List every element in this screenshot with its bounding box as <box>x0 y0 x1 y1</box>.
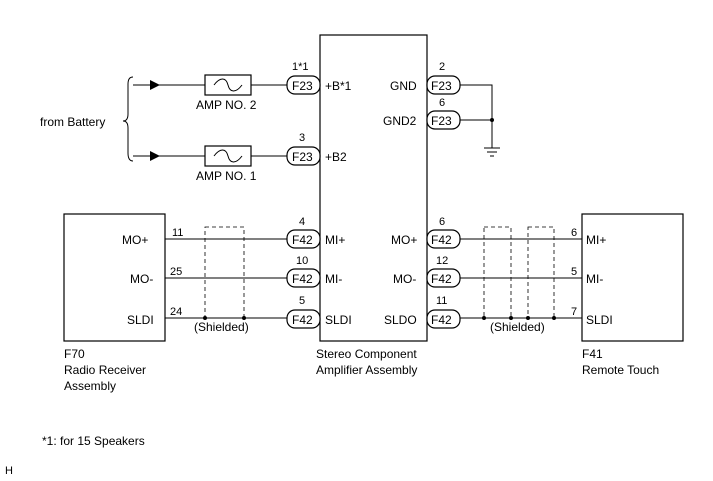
remote-code: F41 <box>582 347 603 361</box>
svg-text:F42: F42 <box>431 233 452 247</box>
battery-brace <box>122 76 134 162</box>
svg-text:GND: GND <box>390 79 417 93</box>
fuse-icon <box>213 78 243 92</box>
shield-left-label: (Shielded) <box>194 320 249 334</box>
svg-text:F23: F23 <box>431 114 452 128</box>
junction-dot <box>509 316 513 320</box>
fuse-icon <box>213 149 243 163</box>
amp-left-pin-1: 1*1 F23 +B*1 <box>286 61 352 95</box>
svg-text:6: 6 <box>439 97 445 109</box>
amp-right-pin-5: 11 F42 SLDO <box>384 295 461 329</box>
ground-wire <box>460 84 493 148</box>
amp-right-pin-1: 2 F23 GND <box>390 61 461 95</box>
fuse-amp-no1-label: AMP NO. 1 <box>196 169 257 183</box>
svg-text:F42: F42 <box>292 313 313 327</box>
svg-text:3: 3 <box>299 132 305 144</box>
svg-text:F42: F42 <box>431 272 452 286</box>
svg-text:GND2: GND2 <box>383 114 417 128</box>
from-battery-label: from Battery <box>40 115 105 129</box>
remote-pin-number-1: 6 <box>571 227 577 239</box>
junction-dot <box>242 316 246 320</box>
junction-dot <box>526 316 530 320</box>
junction-dot <box>482 316 486 320</box>
svg-text:10: 10 <box>296 255 308 267</box>
remote-name-line1: Remote Touch <box>582 363 659 377</box>
svg-text:MI-: MI- <box>325 272 342 286</box>
radio-pin-label-2: MO- <box>130 272 153 286</box>
svg-text:12: 12 <box>436 255 448 267</box>
svg-text:F42: F42 <box>431 313 452 327</box>
corner-mark: H <box>5 465 13 477</box>
radio-name-line2: Assembly <box>64 379 116 393</box>
radio-receiver-box <box>63 213 166 342</box>
remote-pin-label-1: MI+ <box>586 233 606 247</box>
fuse-amp-no2-label: AMP NO. 2 <box>196 98 257 112</box>
arrow-icon <box>150 151 160 161</box>
svg-text:F23: F23 <box>292 150 313 164</box>
svg-text:SLDI: SLDI <box>325 313 352 327</box>
svg-text:SLDO: SLDO <box>384 313 417 327</box>
svg-text:F23: F23 <box>292 79 313 93</box>
amp-left-pin-4: 10 F42 MI- <box>286 255 342 288</box>
junction-dot <box>552 316 556 320</box>
shield-right-label: (Shielded) <box>490 320 545 334</box>
shield-right-b <box>527 226 555 319</box>
svg-text:5: 5 <box>299 295 305 307</box>
amp-right-pin-2: 6 F23 GND2 <box>383 97 461 130</box>
radio-code: F70 <box>64 347 85 361</box>
radio-pin-number-3: 24 <box>170 306 182 318</box>
remote-pin-number-2: 5 <box>571 266 577 278</box>
radio-name-line1: Radio Receiver <box>64 363 146 377</box>
radio-pin-label-3: SLDI <box>127 313 154 327</box>
arrow-icon <box>150 80 160 90</box>
amp-left-pin-3: 4 F42 MI+ <box>286 216 345 249</box>
radio-pin-number-1: 11 <box>172 227 183 239</box>
amplifier-name-line1: Stereo Component <box>316 347 417 361</box>
remote-pin-label-2: MI- <box>586 272 603 286</box>
radio-pin-label-1: MO+ <box>122 233 148 247</box>
svg-text:F42: F42 <box>292 272 313 286</box>
svg-text:4: 4 <box>299 216 305 228</box>
svg-text:+B*1: +B*1 <box>325 79 352 93</box>
svg-text:+B2: +B2 <box>325 150 347 164</box>
svg-text:11: 11 <box>436 295 447 307</box>
ground-icon <box>484 147 500 157</box>
amplifier-box <box>319 34 428 342</box>
shield-left <box>204 226 245 319</box>
amplifier-name-line2: Amplifier Assembly <box>316 363 417 377</box>
amp-left-pin-2: 3 F23 +B2 <box>286 132 347 166</box>
remote-touch-box <box>581 213 684 342</box>
svg-text:2: 2 <box>439 61 445 73</box>
junction-dot <box>203 316 207 320</box>
amp-right-pin-4: 12 F42 MO- <box>393 255 461 288</box>
remote-pin-label-3: SLDI <box>586 313 613 327</box>
footnote: *1: for 15 Speakers <box>42 434 145 448</box>
remote-pin-number-3: 7 <box>571 306 577 318</box>
svg-text:F23: F23 <box>431 79 452 93</box>
svg-text:6: 6 <box>439 216 445 228</box>
amp-left-pin-5: 5 F42 SLDI <box>286 295 352 329</box>
svg-text:MO+: MO+ <box>391 233 417 247</box>
shield-right-a <box>483 226 512 319</box>
svg-text:MI+: MI+ <box>325 233 345 247</box>
junction-dot <box>490 118 494 122</box>
svg-text:F42: F42 <box>292 233 313 247</box>
svg-text:MO-: MO- <box>393 272 416 286</box>
radio-pin-number-2: 25 <box>170 266 182 278</box>
svg-text:1*1: 1*1 <box>292 61 309 73</box>
